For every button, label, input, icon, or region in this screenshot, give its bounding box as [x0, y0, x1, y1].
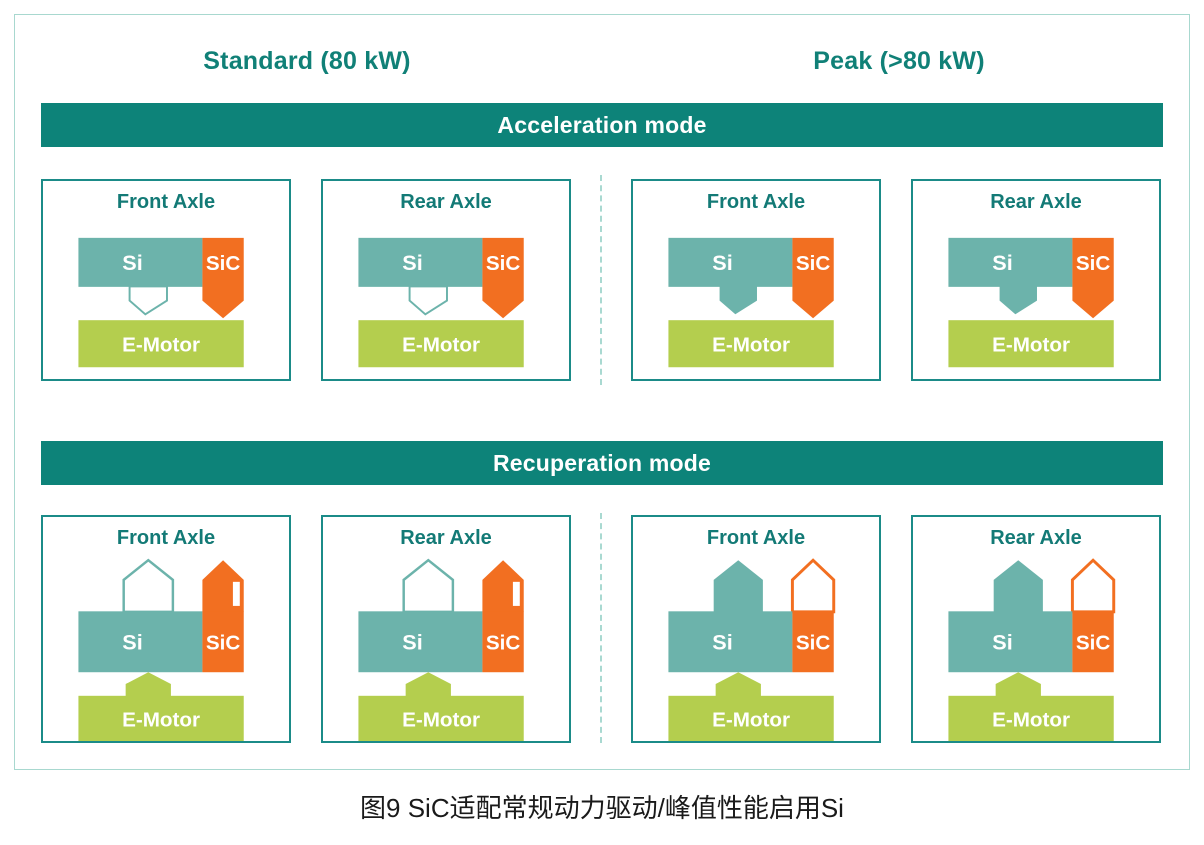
emotor-label: E-Motor [122, 708, 200, 731]
sic-arrow-outline [790, 558, 836, 614]
si-arrow-filled [993, 560, 1043, 612]
sic-arrow-notch [232, 581, 240, 606]
si-label: Si [992, 630, 1012, 655]
si-label: Si [122, 630, 142, 655]
si-block [358, 237, 483, 287]
axle-diagram: Si SiC E-Motor [913, 517, 1159, 741]
sic-block [482, 611, 524, 673]
si-block [668, 237, 793, 287]
axle-diagram: Si SiC E-Motor [43, 517, 289, 741]
axle-diagram: Si SiC E-Motor [633, 181, 879, 379]
column-header-peak: Peak (>80 kW) [813, 47, 985, 75]
sic-block-arrow-filled [482, 237, 524, 319]
axle-diagram: Si SiC E-Motor [323, 517, 569, 741]
mode-bar-acceleration: Acceleration mode [41, 103, 1163, 147]
sic-block [792, 611, 834, 673]
figure-caption: 图9 SiC适配常规动力驱动/峰值性能启用Si [360, 793, 844, 823]
sic-arrow-outline [1070, 558, 1116, 614]
emotor-block [668, 320, 834, 368]
si-label: Si [712, 250, 732, 275]
emotor-block [668, 695, 834, 741]
sic-label: SiC [1076, 252, 1111, 275]
emotor-block [358, 320, 524, 368]
emotor-block [948, 320, 1114, 368]
emotor-label: E-Motor [122, 334, 200, 357]
si-arrow-outline [128, 285, 168, 316]
emotor-label: E-Motor [992, 708, 1070, 731]
axle-panel-title: Rear Axle [400, 527, 492, 549]
axle-panel-recup-peak-rear: Rear Axle Si SiC E-Motor [911, 515, 1161, 743]
emotor-label: E-Motor [402, 708, 480, 731]
si-label: Si [402, 630, 422, 655]
sic-label: SiC [796, 252, 831, 275]
axle-diagram: Si SiC E-Motor [43, 181, 289, 379]
si-arrow-outline [122, 558, 175, 614]
si-block [948, 611, 1073, 673]
si-block [358, 611, 483, 673]
sic-block-arrow-filled [1072, 237, 1114, 319]
si-label: Si [992, 250, 1012, 275]
emotor-block [78, 695, 244, 741]
sic-block-arrow-filled [202, 237, 244, 319]
column-header-standard: Standard (80 kW) [203, 47, 411, 75]
sic-label: SiC [796, 632, 831, 655]
emotor-arrow-filled [405, 672, 451, 697]
column-divider-recuperation [600, 513, 602, 743]
axle-panel-title: Front Axle [116, 191, 216, 213]
si-label: Si [402, 250, 422, 275]
si-arrow-outline [402, 558, 455, 614]
si-label: Si [712, 630, 732, 655]
sic-label: SiC [206, 252, 241, 275]
si-arrow-filled [713, 560, 763, 612]
emotor-block [358, 695, 524, 741]
si-arrow-filled [999, 286, 1037, 315]
axle-panel-recup-standard-rear: Rear Axle Si SiC E-Motor [321, 515, 571, 743]
si-block [78, 611, 203, 673]
sic-label: SiC [1076, 632, 1111, 655]
axle-diagram: Si SiC E-Motor [323, 181, 569, 379]
axle-diagram: Si SiC E-Motor [913, 181, 1159, 379]
axle-panel-recup-standard-front: Front Axle Si SiC E-Motor [41, 515, 291, 743]
mode-bar-recuperation: Recuperation mode [41, 441, 1163, 485]
si-arrow-outline [408, 285, 448, 316]
axle-panel-accel-standard-rear: Rear Axle Si SiC E-Motor [321, 179, 571, 381]
axle-panel-accel-peak-rear: Rear Axle Si SiC E-Motor [911, 179, 1161, 381]
axle-panel-accel-standard-front: Front Axle Si SiC E-Motor [41, 179, 291, 381]
si-block [668, 611, 793, 673]
si-label: Si [122, 250, 142, 275]
axle-panel-recup-peak-front: Front Axle Si SiC E-Motor [631, 515, 881, 743]
axle-panel-title: Front Axle [706, 191, 806, 213]
si-block [948, 237, 1073, 287]
axle-panel-title: Rear Axle [400, 191, 492, 213]
emotor-label: E-Motor [712, 708, 790, 731]
figure-frame: Standard (80 kW) Peak (>80 kW) Accelerat… [14, 14, 1190, 770]
axle-panel-title: Front Axle [116, 527, 216, 549]
si-arrow-filled [719, 286, 757, 315]
si-block [78, 237, 203, 287]
emotor-label: E-Motor [402, 334, 480, 357]
sic-arrow-notch [512, 581, 520, 606]
axle-panel-title: Rear Axle [990, 191, 1082, 213]
emotor-block [78, 320, 244, 368]
axle-panel-title: Rear Axle [990, 527, 1082, 549]
emotor-label: E-Motor [992, 334, 1070, 357]
emotor-arrow-filled [995, 672, 1041, 697]
sic-label: SiC [206, 632, 241, 655]
axle-diagram: Si SiC E-Motor [633, 517, 879, 741]
emotor-arrow-filled [715, 672, 761, 697]
sic-block-arrow-filled [792, 237, 834, 319]
column-divider-acceleration [600, 175, 602, 385]
emotor-block [948, 695, 1114, 741]
sic-block [202, 611, 244, 673]
sic-label: SiC [486, 252, 521, 275]
axle-panel-accel-peak-front: Front Axle Si SiC E-Motor [631, 179, 881, 381]
sic-block [1072, 611, 1114, 673]
emotor-arrow-filled [125, 672, 171, 697]
emotor-label: E-Motor [712, 334, 790, 357]
axle-panel-title: Front Axle [706, 527, 806, 549]
sic-label: SiC [486, 632, 521, 655]
